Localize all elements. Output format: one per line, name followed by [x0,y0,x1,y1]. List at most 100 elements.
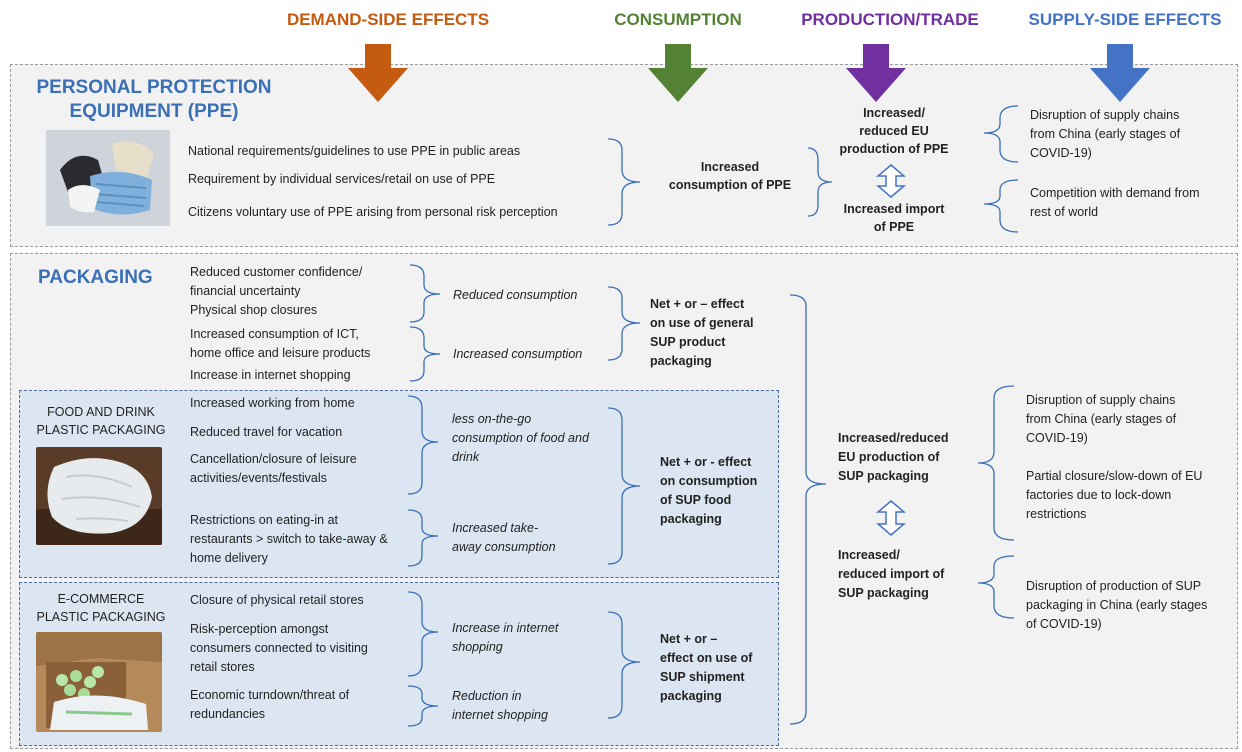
food-net-line4: packaging [660,512,722,526]
ppe-production-line1: Increased/ [863,106,925,120]
general-driver-2: Increased consumption of ICT, home offic… [190,325,370,385]
header-consumption: CONSUMPTION [614,10,742,29]
ppe-production-line3: production of PPE [839,142,949,156]
ecommerce-net-line1: Net + or – [660,632,718,646]
ppe-supply-2-line1: Competition with demand from [1030,186,1200,200]
ppe-demand-brace [607,138,641,226]
general-effect-1: Reduced consumption [453,288,578,302]
ppe-supply-1: Disruption of supply chains from China (… [1030,106,1180,163]
ppe-import: Increased import of PPE [826,200,962,236]
ppe-supply-2: Competition with demand from rest of wor… [1030,184,1200,222]
general-driver-2-line3: Increase in internet shopping [190,368,351,382]
packaging-supply-2-line3: restrictions [1026,507,1087,521]
ecommerce-title-line1: E-COMMERCE [57,592,145,606]
food-title-line1: FOOD AND DRINK [47,405,155,419]
food-driver-1: Increased working from home [190,396,355,410]
ecommerce-title-line2: PLASTIC PACKAGING [36,610,166,624]
food-effect-1-line2: consumption of food and [452,431,589,445]
food-effect-2-line1: Increased take- [452,521,539,535]
ppe-region [10,64,1238,247]
general-net-line4: packaging [650,354,712,368]
food-driver-4-line2: restaurants > switch to take-away & [190,532,388,546]
food-effect-1: less on-the-go consumption of food and d… [452,410,589,467]
ecommerce-effect-2-line2: internet shopping [452,708,548,722]
general-driver-1-line3: Physical shop closures [190,303,318,317]
packaging-supply-2: Partial closure/slow-down of EU factorie… [1026,467,1202,524]
ecommerce-effect-1-line1: Increase in internet [452,621,559,635]
food-driver-3-line1: Cancellation/closure of leisure [190,452,357,466]
ppe-consumption-line1: Increased [700,160,760,174]
general-net-effect: Net + or – effect on use of general SUP … [650,295,754,371]
ecommerce-net-effect: Net + or – effect on use of SUP shipment… [660,630,752,706]
ecommerce-driver-3-line2: redundancies [190,707,266,721]
packaging-production-line2: EU production of [838,450,940,464]
packaging-production-line3: SUP packaging [838,469,929,483]
packaging-supply-1-line1: Disruption of supply chains [1026,393,1176,407]
ppe-driver-1: National requirements/guidelines to use … [188,144,521,158]
food-title: FOOD AND DRINK PLASTIC PACKAGING [26,403,176,439]
ppe-consumption-line2: consumption of PPE [668,178,792,192]
ppe-title: PERSONAL PROTECTION EQUIPMENT (PPE) [34,76,274,124]
demand-arrow-overlay-icon [348,44,408,102]
packaging-import: Increased/ reduced import of SUP packagi… [838,546,944,603]
consumption-arrow-overlay-icon [648,44,708,102]
header-demand-side-effects: DEMAND-SIDE EFFECTS [286,10,490,29]
header-supply-side-effects: SUPPLY-SIDE EFFECTS [1028,10,1222,29]
ecommerce-net-line2: effect on use of [660,651,753,665]
ppe-import-line1: Increased import [843,202,945,216]
food-net-effect: Net + or - effect on consumption of SUP … [660,453,757,529]
packaging-supply-3: Disruption of production of SUP packagin… [1026,577,1207,634]
general-net-line3: SUP product [650,335,726,349]
ppe-production-line2: reduced EU [859,124,929,138]
net-effects-brace [789,294,827,725]
food-effect-1-line1: less on-the-go [452,412,532,426]
food-driver-4-line3: home delivery [190,551,268,565]
packaging-supply-1-line2: from China (early stages of [1026,412,1177,426]
packaging-supply-3-line1: Disruption of production of SUP [1026,579,1202,593]
general-net-line1: Net + or – effect [650,297,745,311]
ecommerce-driver-3: Economic turndown/threat of redundancies [190,686,349,724]
general-driver-1-line2: financial uncertainty [190,284,301,298]
ppe-consumption-brace [807,147,833,217]
food-driver-2: Reduced travel for vacation [190,425,343,439]
supply-arrow-overlay-icon [1090,44,1150,102]
packaging-production: Increased/reduced EU production of SUP p… [838,429,948,486]
ecommerce-effect-brace [607,611,641,719]
ppe-supply-2-line2: rest of world [1030,205,1099,219]
ecommerce-net-line4: packaging [660,689,722,703]
ppe-driver-3: Citizens voluntary use of PPE arising fr… [188,205,558,219]
ecommerce-driver-2: Risk-perception amongst consumers connec… [190,620,368,677]
packaging-supply-3-line2: packaging in China (early stages [1026,598,1208,612]
ecommerce-driver-1: Closure of physical retail stores [190,593,364,607]
ecommerce-effect-1-line2: shopping [452,640,503,654]
general-net-line2: on use of general [650,316,754,330]
packaging-production-line1: Increased/reduced [838,431,949,445]
ppe-supply-1-line2: from China (early stages of [1030,127,1181,141]
packaging-supply-1-line3: COVID-19) [1026,431,1088,445]
packaging-import-line1: Increased/ [838,548,900,562]
general-driver-2-line1: Increased consumption of ICT, [190,327,359,341]
ecommerce-driver-2-line1: Risk-perception amongst [190,622,329,636]
production-arrow-overlay-icon [846,44,906,102]
ppe-import-line2: of PPE [873,220,915,234]
food-photo [36,447,162,545]
ppe-production: Increased/ reduced EU production of PPE [824,104,964,158]
food-net-line1: Net + or - effect [660,455,752,469]
food-effect-2: Increased take- away consumption [452,519,556,557]
food-driver-3-line2: activities/events/festivals [190,471,327,485]
packaging-title: PACKAGING [38,267,153,288]
ppe-title-line2: EQUIPMENT (PPE) [69,101,239,122]
packaging-supply-brace-2 [977,555,1015,619]
food-brace-1 [407,395,439,495]
food-net-line2: on consumption [660,474,758,488]
ppe-driver-2: Requirement by individual services/retai… [188,172,496,186]
ecommerce-driver-3-line1: Economic turndown/threat of [190,688,350,702]
packaging-import-line2: reduced import of [838,567,945,581]
packaging-import-line3: SUP packaging [838,586,929,600]
general-driver-1-line1: Reduced customer confidence/ [190,265,363,279]
ppe-title-line1: PERSONAL PROTECTION [36,77,272,98]
packaging-supply-3-line3: of COVID-19) [1026,617,1102,631]
header-production-trade: PRODUCTION/TRADE [801,10,979,29]
packaging-supply-2-line1: Partial closure/slow-down of EU [1026,469,1203,483]
food-driver-4: Restrictions on eating-in at restaurants… [190,511,388,568]
